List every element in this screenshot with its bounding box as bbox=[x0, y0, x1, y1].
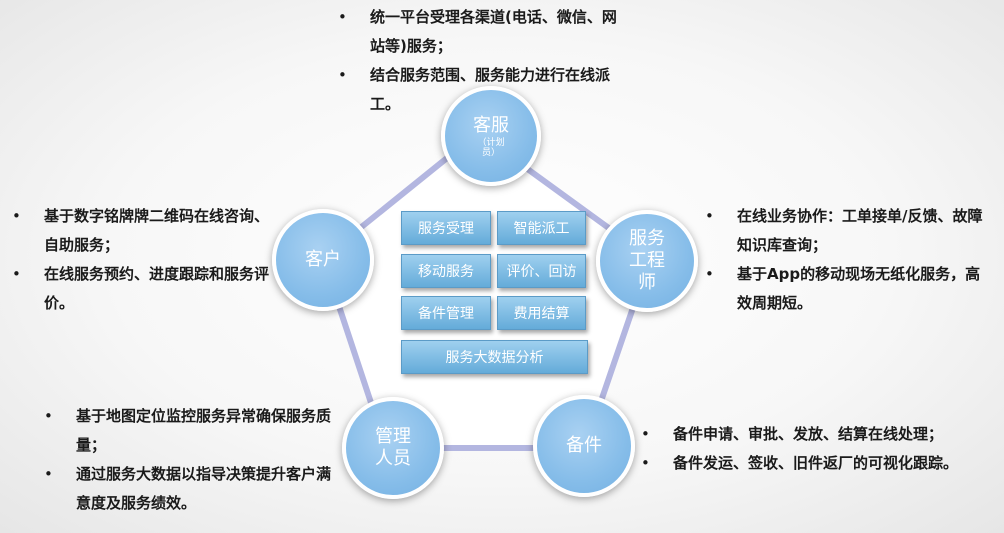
node-kehu-label: 客户 bbox=[305, 249, 341, 270]
module-big-data-analysis[interactable]: 服务大数据分析 bbox=[401, 340, 588, 374]
module-service-acceptance[interactable]: 服务受理 bbox=[401, 211, 491, 245]
node-engineer: 服务 工程 师 bbox=[596, 210, 698, 312]
desc-parts-item: 备件申请、审批、发放、结算在线处理； bbox=[641, 420, 1001, 449]
desc-kefu-item: 结合服务范围、服务能力进行在线派工。 bbox=[338, 61, 628, 119]
desc-kefu: 统一平台受理各渠道(电话、微信、网站等)服务； 结合服务范围、服务能力进行在线派… bbox=[338, 3, 628, 119]
desc-manager: 基于地图定位监控服务异常确保服务质量； 通过服务大数据以指导决策提升客户满意度及… bbox=[44, 402, 334, 518]
desc-engineer: 在线业务协作：工单接单/反馈、故障知识库查询； 基于App的移动现场无纸化服务，… bbox=[705, 202, 990, 318]
node-parts: 备件 bbox=[533, 395, 635, 497]
node-manager: 管理 人员 bbox=[342, 397, 444, 499]
desc-kehu: 基于数字铭牌牌二维码在线咨询、自助服务； 在线服务预约、进度跟踪和服务评价。 bbox=[12, 202, 272, 318]
desc-kehu-item: 基于数字铭牌牌二维码在线咨询、自助服务； bbox=[12, 202, 272, 260]
desc-manager-item: 通过服务大数据以指导决策提升客户满意度及服务绩效。 bbox=[44, 460, 334, 518]
desc-kehu-item: 在线服务预约、进度跟踪和服务评价。 bbox=[12, 260, 272, 318]
node-kehu: 客户 bbox=[272, 209, 374, 311]
desc-parts-item: 备件发运、签收、旧件返厂的可视化跟踪。 bbox=[641, 449, 1001, 478]
module-smart-dispatch[interactable]: 智能派工 bbox=[497, 211, 586, 245]
module-evaluation-revisit[interactable]: 评价、回访 bbox=[497, 254, 586, 288]
desc-parts: 备件申请、审批、发放、结算在线处理； 备件发运、签收、旧件返厂的可视化跟踪。 bbox=[641, 420, 1001, 478]
node-kefu-label: 客服 bbox=[473, 114, 509, 136]
desc-engineer-item: 基于App的移动现场无纸化服务，高效周期短。 bbox=[705, 260, 990, 318]
node-parts-label: 备件 bbox=[566, 435, 602, 456]
desc-kefu-item: 统一平台受理各渠道(电话、微信、网站等)服务； bbox=[338, 3, 628, 61]
module-expense-settlement[interactable]: 费用结算 bbox=[497, 296, 586, 330]
node-engineer-label: 服务 工程 师 bbox=[629, 228, 665, 293]
module-parts-management[interactable]: 备件管理 bbox=[401, 296, 491, 330]
desc-engineer-item: 在线业务协作：工单接单/反馈、故障知识库查询； bbox=[705, 202, 990, 260]
desc-manager-item: 基于地图定位监控服务异常确保服务质量； bbox=[44, 402, 334, 460]
node-manager-label: 管理 人员 bbox=[375, 426, 411, 469]
module-mobile-service[interactable]: 移动服务 bbox=[401, 254, 491, 288]
node-kefu-sublabel: （计划 员） bbox=[477, 137, 505, 158]
